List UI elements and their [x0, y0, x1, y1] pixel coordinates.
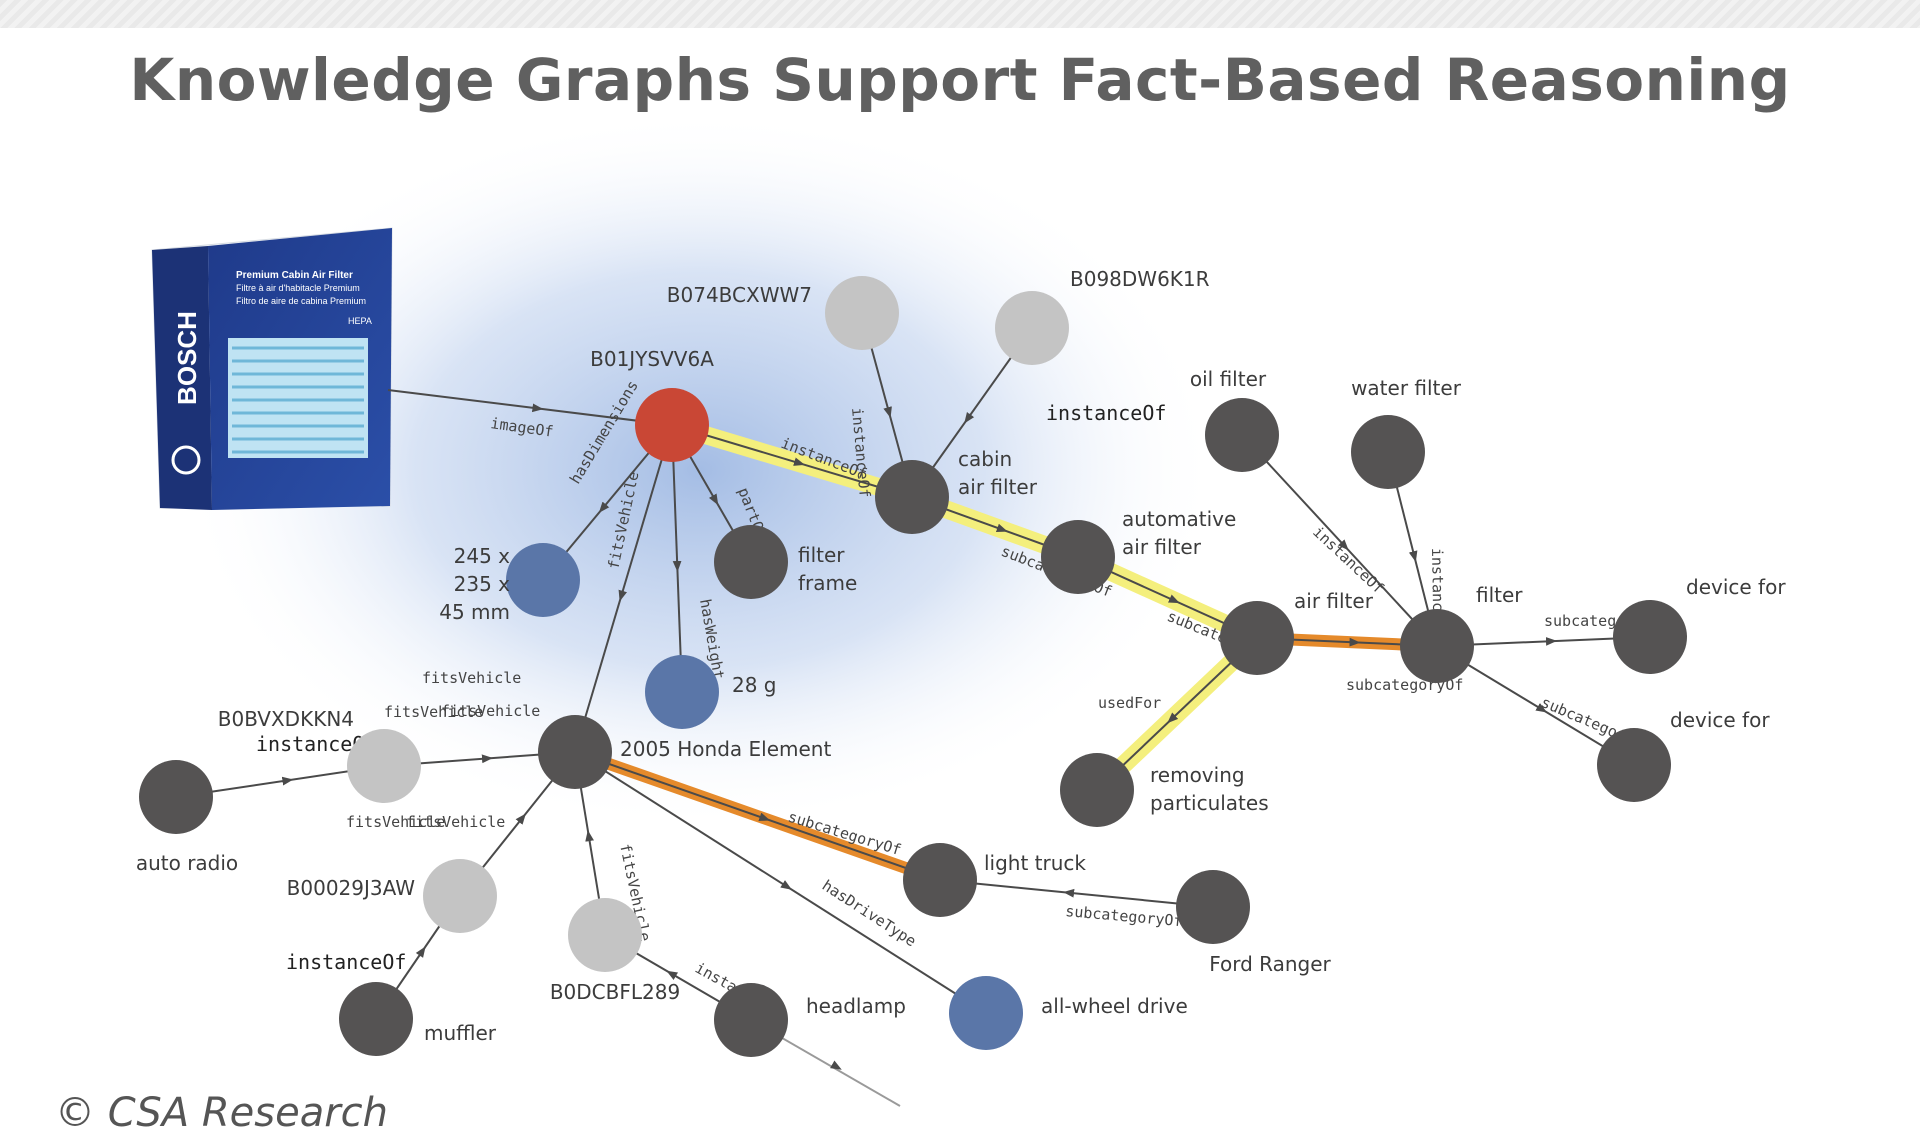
- context-glow: [180, 110, 1220, 830]
- node-dev1[interactable]: [1613, 600, 1687, 674]
- node-dev2[interactable]: [1597, 728, 1671, 802]
- node-autoradio[interactable]: [139, 760, 213, 834]
- node-product[interactable]: [635, 388, 709, 462]
- box-badge-hepa: HEPA: [348, 316, 372, 326]
- edge-label-subcategoryOf: subcategoryOf: [1065, 902, 1184, 930]
- node-b0dc[interactable]: [568, 898, 642, 972]
- copyright-text: © CSA Research: [55, 1090, 389, 1136]
- floating-label-fitsVehicle: fitsVehicle: [422, 669, 521, 687]
- node-label-oil: oil filter: [1190, 367, 1267, 391]
- node-b074[interactable]: [825, 276, 899, 350]
- edge-label-fitsVehicle: fitsVehicle: [406, 813, 505, 831]
- node-truck[interactable]: [903, 843, 977, 917]
- node-removing[interactable]: [1060, 753, 1134, 827]
- box-line-3: Filtro de aire de cabina Premium: [236, 296, 366, 306]
- edge-label-instanceOf: instanceOf: [1046, 401, 1166, 425]
- node-label-water: water filter: [1351, 376, 1462, 400]
- edge-label-instanceOf: instanceOf: [1309, 523, 1387, 598]
- node-label-b00029: B00029J3AW: [287, 876, 416, 900]
- node-cabin[interactable]: [875, 460, 949, 534]
- top-stripe-bar: [0, 0, 1920, 28]
- node-label-b098: B098DW6K1R: [1070, 267, 1210, 291]
- node-b00029[interactable]: [423, 859, 497, 933]
- bosch-logo-icon: [171, 445, 201, 475]
- node-label-muffler: muffler: [424, 1021, 497, 1045]
- nodes: [139, 276, 1687, 1057]
- node-label-awd: all-wheel drive: [1041, 994, 1188, 1018]
- node-label-ranger: Ford Ranger: [1209, 952, 1331, 976]
- edge-ranger-truck: [939, 879, 1214, 908]
- node-label-b0bv: B0BVXDKKN4: [218, 707, 354, 731]
- node-label-headlamp: headlamp: [806, 994, 906, 1018]
- node-muffler[interactable]: [339, 982, 413, 1056]
- node-water[interactable]: [1351, 415, 1425, 489]
- edge-image-product: [387, 389, 673, 426]
- node-label-autoradio: auto radio: [136, 851, 238, 875]
- node-frame[interactable]: [714, 525, 788, 599]
- node-label-dev2: device for: [1670, 708, 1770, 732]
- node-label-truck: light truck: [984, 851, 1086, 875]
- node-filter[interactable]: [1400, 609, 1474, 683]
- node-b0bv[interactable]: [347, 729, 421, 803]
- node-weight[interactable]: [645, 655, 719, 729]
- node-label-b074: B074BCXWW7: [667, 283, 812, 307]
- edge-product-weight: [671, 424, 683, 693]
- node-airfilter[interactable]: [1220, 601, 1294, 675]
- edge-honda-truck: [574, 751, 941, 881]
- node-ranger[interactable]: [1176, 870, 1250, 944]
- node-label-dev1: device for: [1686, 575, 1786, 599]
- box-brand-text: BOSCH: [172, 311, 202, 405]
- edge-product-honda: [574, 424, 673, 753]
- node-automative[interactable]: [1041, 520, 1115, 594]
- node-honda[interactable]: [538, 715, 612, 789]
- edge-product-cabin: [671, 424, 913, 498]
- node-dims[interactable]: [506, 543, 580, 617]
- floating-label-fitsVehicle: fitsVehicle: [346, 813, 445, 831]
- node-label-weight: 28 g: [732, 673, 777, 697]
- box-line-2: Filtre à air d'habitacle Premium: [236, 283, 360, 293]
- product-box-image[interactable]: BOSCH Premium Cabin Air Filter Filtre à …: [151, 227, 393, 510]
- node-label-airfilter: air filter: [1294, 589, 1374, 613]
- node-label-product: B01JYSVV6A: [590, 347, 714, 371]
- node-headlamp[interactable]: [714, 983, 788, 1057]
- node-label-honda: 2005 Honda Element: [620, 737, 831, 761]
- page-title: Knowledge Graphs Support Fact-Based Reas…: [129, 46, 1791, 114]
- floating-label-fitsVehicle: fitsVehicle: [384, 703, 483, 721]
- node-awd[interactable]: [949, 976, 1023, 1050]
- node-label-filter: filter: [1476, 583, 1523, 607]
- node-label-b0dc: B0DCBFL289: [550, 980, 680, 1004]
- box-line-1: Premium Cabin Air Filter: [236, 270, 353, 281]
- node-oil[interactable]: [1205, 398, 1279, 472]
- filter-pleats-graphic: [228, 338, 368, 458]
- edge-label-instanceOf: instanceOf: [286, 950, 406, 974]
- node-b098[interactable]: [995, 291, 1069, 365]
- edge-label-usedFor: usedFor: [1098, 694, 1161, 712]
- edge-label-fitsVehicle: fitsVehicle: [441, 702, 540, 720]
